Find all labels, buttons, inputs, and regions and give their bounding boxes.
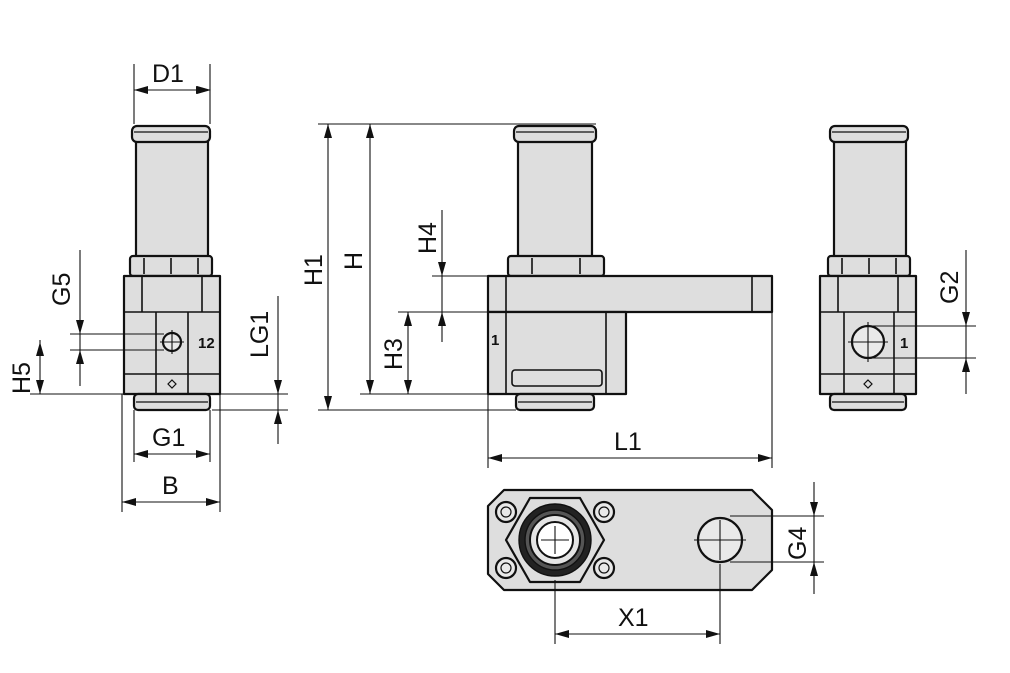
right-tube-cap: [828, 124, 910, 144]
dim-h3-label: H3: [380, 338, 408, 370]
front-port-label: 1: [491, 332, 499, 349]
front-tube: [516, 138, 594, 260]
front-arm: [486, 274, 774, 314]
dim-g5-label: G5: [48, 273, 76, 306]
dim-g1-label: G1: [152, 424, 185, 452]
dim-l1-label: L1: [614, 428, 642, 456]
left-tube: [134, 138, 210, 260]
right-side-view: 1: [818, 124, 918, 412]
dim-x1-label: X1: [618, 604, 649, 632]
right-port-label: 1: [900, 335, 908, 352]
front-view-dimensions: H1 H H3 H4 L1: [300, 123, 773, 468]
left-tube-cap: [130, 124, 212, 144]
left-side-view: 12: [122, 124, 222, 412]
dim-h4-label: H4: [414, 222, 442, 254]
front-nut: [506, 254, 606, 278]
right-view-dimensions: G2: [870, 250, 976, 394]
dim-d1-label: D1: [152, 60, 184, 88]
dim-lg1-label: LG1: [246, 311, 274, 358]
dim-h-label: H: [340, 252, 368, 270]
top-view-dimensions: G4 X1: [554, 482, 824, 644]
front-tube-cap: [512, 124, 598, 144]
left-view-dimensions: D1 G5 H5 LG1 G1 B: [8, 60, 288, 512]
top-view: [486, 488, 774, 592]
dim-h1-label: H1: [300, 254, 328, 286]
right-tube: [832, 138, 908, 260]
left-port-label: 12: [198, 335, 215, 352]
dim-b-label: B: [162, 472, 179, 500]
front-view: 1: [486, 124, 774, 412]
dim-h5-label: H5: [8, 362, 36, 394]
dim-g2-label: G2: [936, 271, 964, 304]
front-body: [486, 310, 628, 396]
top-mounting-screws: [494, 500, 616, 580]
dim-g4-label: G4: [784, 527, 812, 560]
